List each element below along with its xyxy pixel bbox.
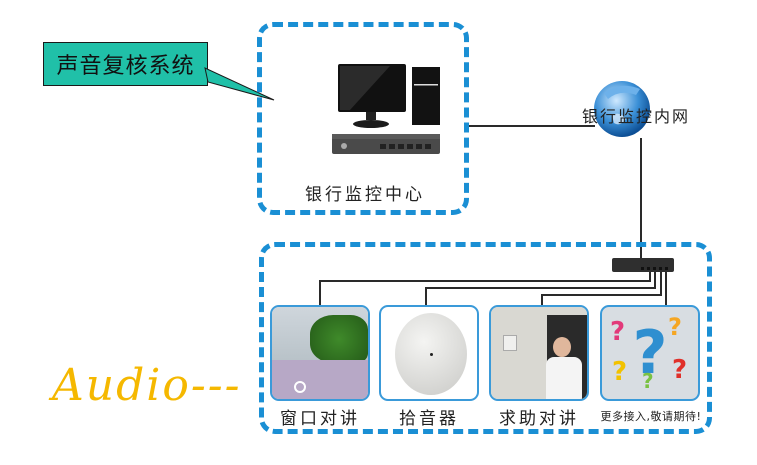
monitoring-center-box: [257, 22, 469, 215]
callout-pointer: [204, 67, 275, 101]
device-window-intercom: [270, 305, 370, 401]
wire-3-rise: [660, 272, 662, 296]
wire-1: [319, 280, 650, 282]
device-label-window-intercom: 窗口对讲: [280, 409, 360, 429]
wire-4: [665, 272, 667, 306]
callout-label: 声音复核系统: [43, 42, 208, 86]
question-marks-icon: ? ? ? ? ? ?: [600, 305, 700, 401]
device-label-microphone: 拾音器: [399, 409, 459, 429]
network-switch-icon: [612, 258, 674, 272]
wire-center-to-network: [469, 125, 595, 127]
device-microphone: [379, 305, 479, 401]
globe-icon: [594, 81, 650, 137]
wire-2-drop: [425, 287, 427, 306]
audio-annotation: Audio---: [52, 360, 242, 411]
wire-1-rise: [649, 272, 651, 282]
device-label-more: 更多接入,敬请期待!: [600, 410, 702, 423]
wire-3: [541, 294, 661, 296]
branch-devices-box: [259, 242, 712, 434]
computer-server-icon: [332, 64, 440, 154]
wire-network-to-switch: [640, 138, 642, 258]
device-help-intercom: [489, 305, 589, 401]
network-label: 银行监控内网: [581, 107, 690, 126]
wire-2: [425, 287, 655, 289]
wire-1-drop: [319, 280, 321, 306]
device-label-help-intercom: 求助对讲: [499, 409, 579, 429]
wire-2-rise: [654, 272, 656, 289]
monitoring-center-label: 银行监控中心: [305, 185, 425, 205]
wire-3-drop: [541, 294, 543, 306]
